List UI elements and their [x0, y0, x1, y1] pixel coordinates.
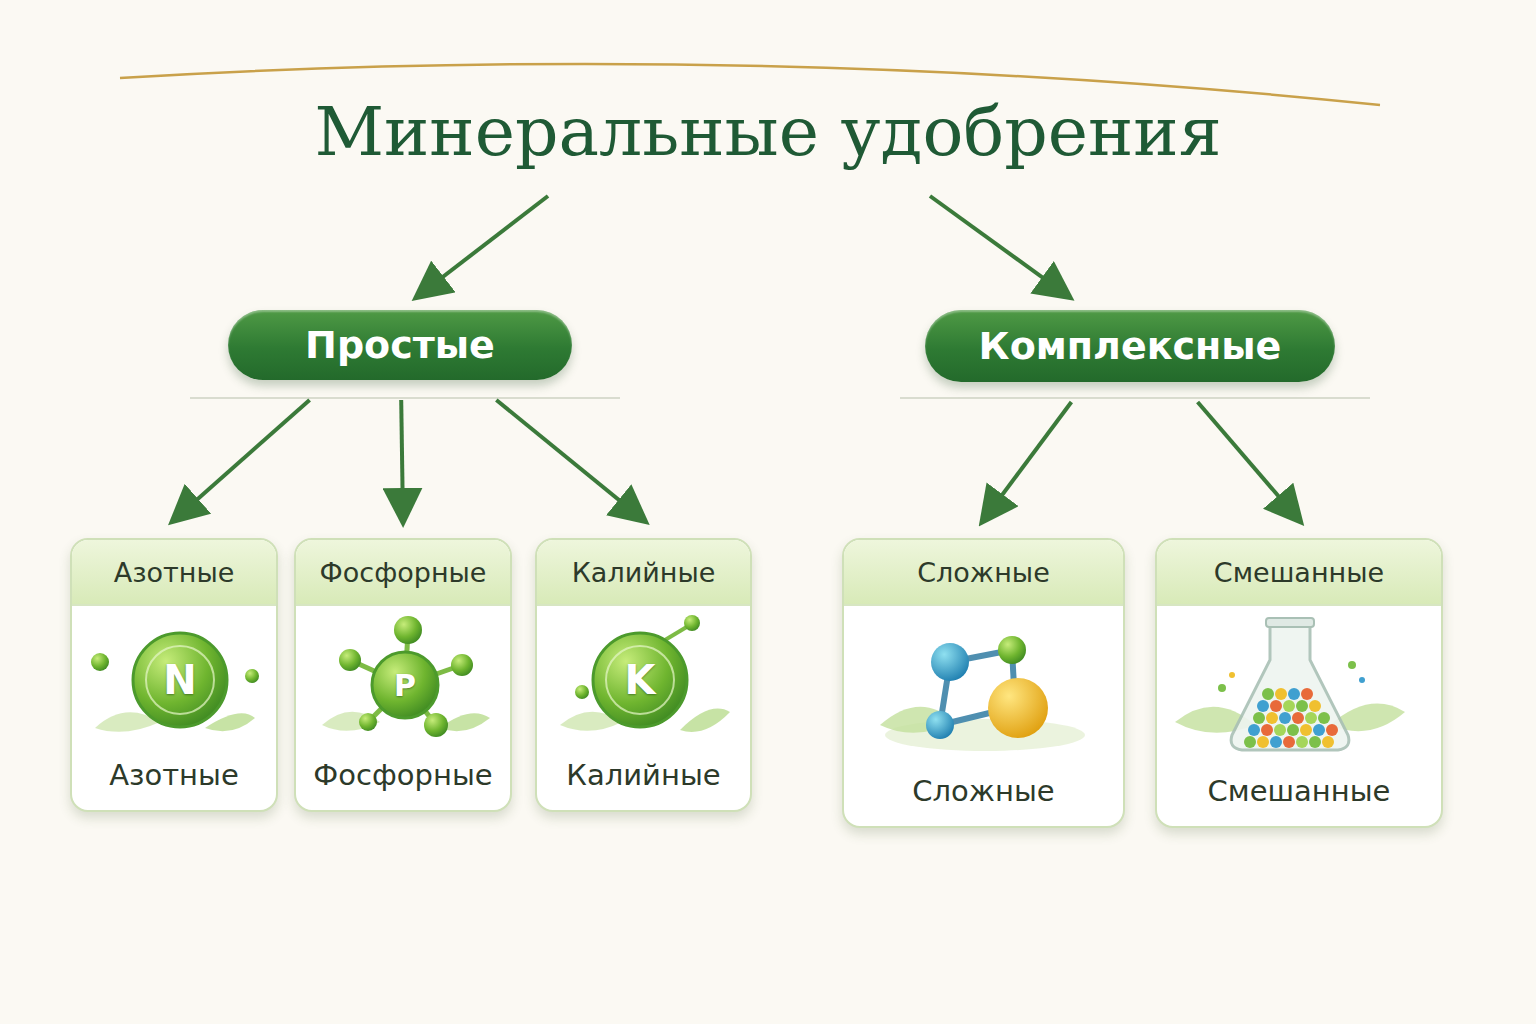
- element-symbol: P: [394, 668, 416, 703]
- potassium-icon: [560, 615, 730, 732]
- card-caption: Азотные: [72, 758, 276, 792]
- granule: [1305, 712, 1317, 724]
- granule: [1283, 736, 1295, 748]
- granule: [1244, 736, 1256, 748]
- granule: [1266, 712, 1278, 724]
- card-heading: Фосфорные: [296, 540, 510, 606]
- card-heading: Смешанные: [1157, 540, 1441, 606]
- granule: [1257, 736, 1269, 748]
- category-pill: Комплексные: [925, 310, 1335, 382]
- granule: [1292, 712, 1304, 724]
- granule: [1261, 724, 1273, 736]
- granule: [1318, 712, 1330, 724]
- element-symbol: N: [163, 657, 196, 703]
- granule: [1300, 724, 1312, 736]
- granule: [1275, 688, 1287, 700]
- granule: [1313, 724, 1325, 736]
- pill-shadow-line: [900, 397, 1370, 399]
- card-heading: Азотные: [72, 540, 276, 606]
- granule: [1309, 700, 1321, 712]
- category-label: Простые: [305, 323, 495, 367]
- category-pill: Простые: [228, 310, 572, 380]
- fertilizer-card: СмешанныеСмешанные: [1155, 538, 1443, 828]
- granule: [1253, 712, 1265, 724]
- connector-arrow: [401, 400, 403, 520]
- connector-arrow: [984, 402, 1072, 520]
- granule: [1248, 724, 1260, 736]
- phosphorus-icon: [322, 616, 490, 737]
- granule: [1322, 736, 1334, 748]
- granule: [1288, 688, 1300, 700]
- title-arrow: [930, 196, 1068, 296]
- connector-arrow: [174, 400, 310, 520]
- diagram-title: Минеральные удобрения: [0, 92, 1536, 171]
- granule: [1270, 700, 1282, 712]
- granule: [1309, 736, 1321, 748]
- molecule-icon: [880, 636, 1085, 751]
- title-arrow: [418, 196, 548, 296]
- card-caption: Калийные: [537, 758, 750, 792]
- granule: [1283, 700, 1295, 712]
- granule: [1296, 736, 1308, 748]
- granule: [1270, 736, 1282, 748]
- granule: [1257, 700, 1269, 712]
- connector-arrow: [496, 400, 643, 520]
- pill-shadow-line: [190, 397, 620, 399]
- granule: [1326, 724, 1338, 736]
- granule: [1301, 688, 1313, 700]
- category-label: Комплексные: [979, 324, 1282, 368]
- granule: [1274, 724, 1286, 736]
- nitrogen-icon: [91, 633, 259, 732]
- card-heading: Сложные: [844, 540, 1123, 606]
- granule: [1279, 712, 1291, 724]
- card-caption: Сложные: [844, 774, 1123, 808]
- card-heading: Калийные: [537, 540, 750, 606]
- granule: [1287, 724, 1299, 736]
- granule: [1296, 700, 1308, 712]
- element-symbol: K: [625, 657, 656, 703]
- connector-arrow: [1198, 402, 1299, 520]
- fertilizer-card: СложныеСложные: [842, 538, 1125, 828]
- flask-icon: [1175, 618, 1405, 750]
- card-caption: Смешанные: [1157, 774, 1441, 808]
- granule: [1262, 688, 1274, 700]
- card-caption: Фосфорные: [296, 758, 510, 792]
